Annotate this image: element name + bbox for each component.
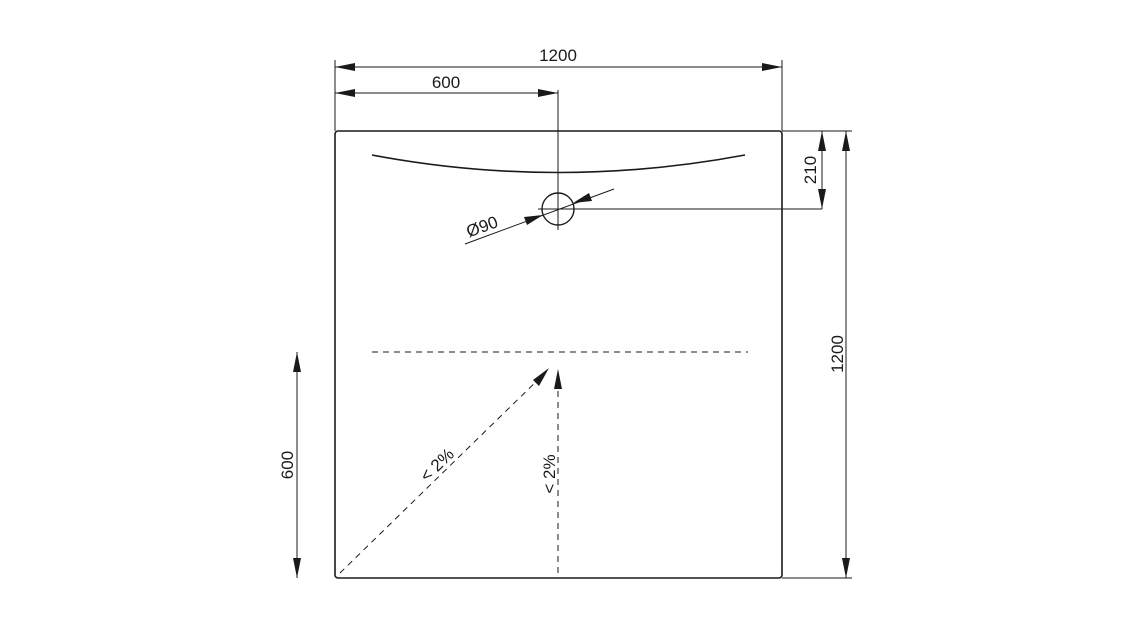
dim-1200-width-label: 1200 <box>539 46 577 65</box>
dim-1200-depth-label: 1200 <box>828 335 847 373</box>
arrow-head <box>293 558 301 578</box>
arrow-head <box>573 193 592 203</box>
dim-600-depth-label: 600 <box>278 451 297 479</box>
diagonal-slope-line <box>339 371 547 574</box>
arrow-head <box>762 63 782 71</box>
diameter-label: Ø90 <box>464 212 501 241</box>
vertical-slope-label: < 2% <box>540 454 559 493</box>
arrow-head <box>293 352 301 372</box>
dim-210-label: 210 <box>801 156 820 184</box>
arrow-head <box>335 63 355 71</box>
arrow-head <box>842 558 850 578</box>
arrow-head <box>554 369 562 389</box>
dim-600-width-label: 600 <box>432 73 460 92</box>
diagonal-slope-label: < 2% <box>416 445 457 486</box>
arrow-head <box>842 131 850 151</box>
arrow-head <box>538 89 558 97</box>
arrow-head <box>818 189 826 209</box>
arrow-head <box>524 215 543 225</box>
arrow-head <box>533 368 549 386</box>
arrow-head <box>818 131 826 151</box>
arrow-head <box>335 89 355 97</box>
